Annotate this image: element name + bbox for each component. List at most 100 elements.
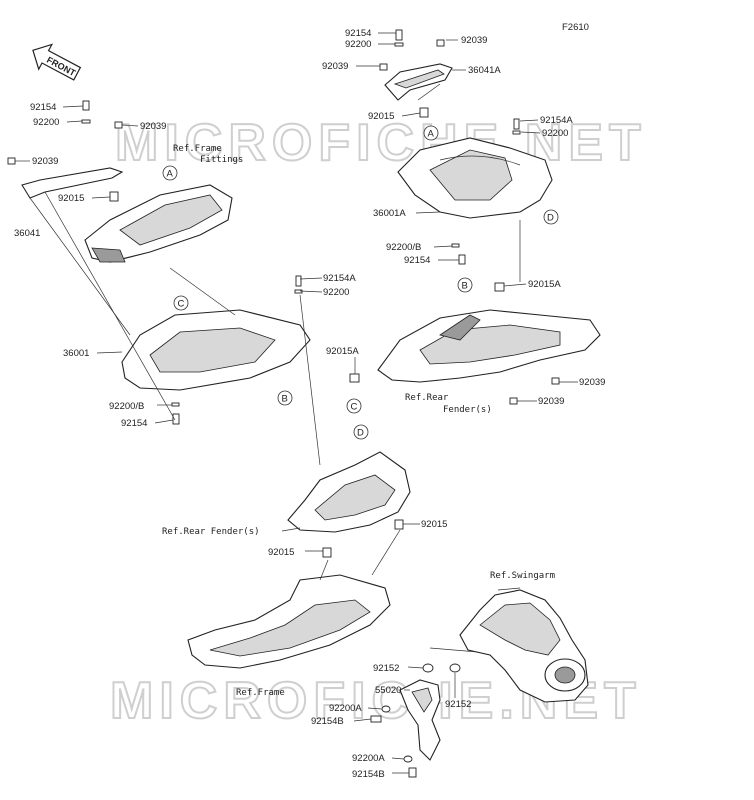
- frame-fitting-cover: [84, 184, 233, 263]
- watermark-top: MICROFICHE.NET: [115, 114, 647, 172]
- chain-guard-55020: [399, 679, 441, 761]
- collar-92015-lower: [322, 547, 332, 558]
- part-label: 92200A: [352, 753, 385, 764]
- svg-text:A: A: [428, 129, 435, 140]
- ref-frame-fittings-line2: Fittings: [200, 155, 243, 165]
- callout-D-top: D: [543, 209, 559, 225]
- ref-frame-fittings-line1: Ref.Frame: [173, 144, 222, 154]
- rear-fender-inner: [287, 451, 411, 533]
- part-label: 92015A: [326, 346, 359, 357]
- bolt-92154B-b: [408, 767, 417, 778]
- part-label: 92152: [445, 699, 471, 710]
- callout-D-center: D: [353, 424, 369, 440]
- upper-right-cover-36001A: [397, 137, 553, 219]
- leader-lines: [15, 32, 578, 774]
- part-label: 92200: [323, 287, 349, 298]
- bolt-92154-top: [395, 29, 403, 41]
- part-label: 92015: [368, 111, 394, 122]
- part-label: 92154: [30, 102, 56, 113]
- bolt-92154A-right: [513, 118, 520, 130]
- left-side-cover-36001: [121, 309, 311, 391]
- part-label: 92200: [542, 128, 568, 139]
- part-label: 92200/B: [109, 401, 144, 412]
- part-label: 92015: [421, 519, 447, 530]
- svg-text:D: D: [357, 428, 364, 439]
- callout-C-center: C: [346, 398, 362, 414]
- part-label: 92154: [121, 418, 147, 429]
- part-label: 36041A: [468, 65, 501, 76]
- ref-rear-fender-right-line1: Ref.Rear: [405, 393, 449, 403]
- bolt-92154B-a: [370, 715, 382, 723]
- nut-92039-b: [379, 63, 388, 71]
- part-label: 92039: [32, 156, 58, 167]
- part-label: 92200: [345, 39, 371, 50]
- part-label: 92154: [345, 28, 371, 39]
- callout-C-left: C: [173, 295, 189, 311]
- part-label: 92154: [404, 255, 430, 266]
- ref-frame: Ref.Frame: [236, 688, 285, 698]
- part-label: 36001A: [373, 208, 406, 219]
- part-label: 92200: [33, 117, 59, 128]
- washer-92200A-a: [381, 705, 391, 713]
- svg-text:C: C: [178, 299, 185, 310]
- left-bracket-36041: [21, 167, 124, 199]
- callout-A-left: A: [162, 165, 178, 181]
- nut-92039-left-b: [7, 157, 16, 165]
- washer-92200-center: [294, 289, 303, 294]
- part-label: 92039: [322, 61, 348, 72]
- washer-92200-left: [81, 119, 91, 124]
- washer-92200B-left: [171, 402, 180, 407]
- washer-92152-a: [422, 663, 434, 673]
- ref-swingarm: Ref.Swingarm: [490, 571, 555, 581]
- svg-text:B: B: [282, 394, 288, 405]
- svg-text:B: B: [462, 281, 468, 292]
- part-label: 92015: [268, 547, 294, 558]
- bolt-92154-left: [82, 100, 90, 111]
- part-label: 92154A: [323, 273, 356, 284]
- svg-text:A: A: [167, 169, 174, 180]
- callout-B-left: B: [277, 390, 293, 406]
- part-label: 92015: [58, 193, 84, 204]
- svg-text:C: C: [351, 402, 358, 413]
- washer-92152-b: [449, 663, 461, 673]
- nut-92039-fender-b: [509, 397, 518, 405]
- nut-92039-left-a: [114, 121, 123, 129]
- ref-rear-fender-right-line2: Fender(s): [443, 405, 492, 415]
- figure-code: F2610: [562, 22, 589, 33]
- washer-92200A-b: [403, 755, 413, 763]
- rear-fender-right: [377, 309, 601, 383]
- nut-92039-fender-a: [551, 377, 560, 385]
- part-label: 92039: [579, 377, 605, 388]
- washer-92200-top: [394, 42, 404, 47]
- part-label: 92154B: [311, 716, 344, 727]
- part-label: 92015A: [528, 279, 561, 290]
- nut-92039-a: [436, 39, 445, 47]
- washer-92200-right: [512, 130, 521, 135]
- part-label: 92039: [461, 35, 487, 46]
- ref-rear-fender-left: Ref.Rear Fender(s): [162, 527, 260, 537]
- part-label: 92154A: [540, 115, 573, 126]
- washer-92200B-mid: [451, 243, 460, 248]
- part-label: 92039: [538, 396, 564, 407]
- part-label: 55020: [375, 685, 401, 696]
- part-label: 92154B: [352, 769, 385, 780]
- collar-92015-left: [109, 191, 119, 202]
- swingarm: [459, 589, 589, 703]
- part-label: 92200A: [329, 703, 362, 714]
- callout-A-top: A: [423, 125, 439, 141]
- part-label: 36041: [14, 228, 40, 239]
- grommet-92015A-right: [494, 282, 505, 292]
- bolt-92154-lower-left: [172, 413, 180, 425]
- bracket-36041A: [384, 63, 453, 101]
- front-arrow-icon: FRONT: [32, 43, 82, 81]
- bolt-92154A-center: [295, 275, 302, 287]
- part-label: 92039: [140, 121, 166, 132]
- callout-B-right: B: [457, 277, 473, 293]
- part-label: 92152: [373, 663, 399, 674]
- frame: [187, 574, 391, 669]
- grommet-92015A-left: [349, 373, 360, 383]
- part-label: 36001: [63, 348, 89, 359]
- part-label: 92200/B: [386, 242, 421, 253]
